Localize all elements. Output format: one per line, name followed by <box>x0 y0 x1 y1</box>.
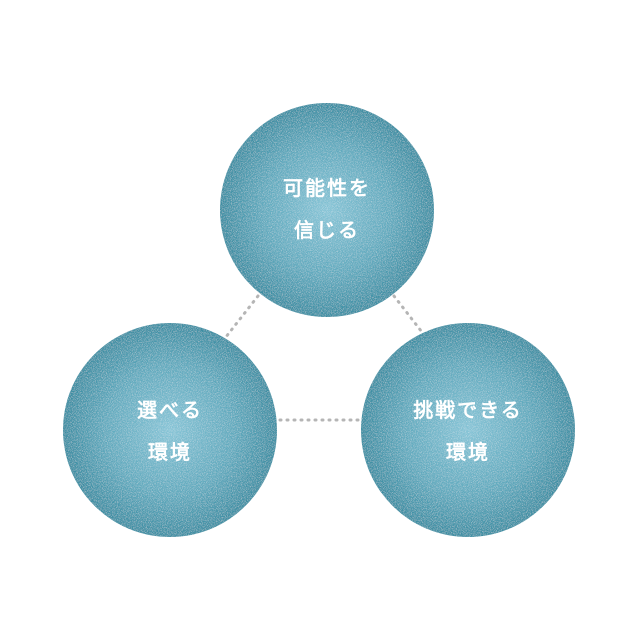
connector-top-left <box>220 294 260 344</box>
label-line-1: 選べる <box>137 398 203 422</box>
label-line-2: 信じる <box>294 218 360 242</box>
circle-left <box>63 323 277 537</box>
circle-right <box>361 323 575 537</box>
label-line-1: 可能性を <box>283 176 371 200</box>
circle-top-label: 可能性を 信じる <box>220 167 434 251</box>
circle-left-label: 選べる 環境 <box>63 389 277 473</box>
label-line-2: 環境 <box>148 440 192 464</box>
connector-top-right <box>392 294 427 338</box>
circle-top <box>220 103 434 317</box>
label-line-1: 挑戦できる <box>413 398 523 422</box>
circle-right-label: 挑戦できる 環境 <box>361 389 575 473</box>
label-line-2: 環境 <box>446 440 490 464</box>
